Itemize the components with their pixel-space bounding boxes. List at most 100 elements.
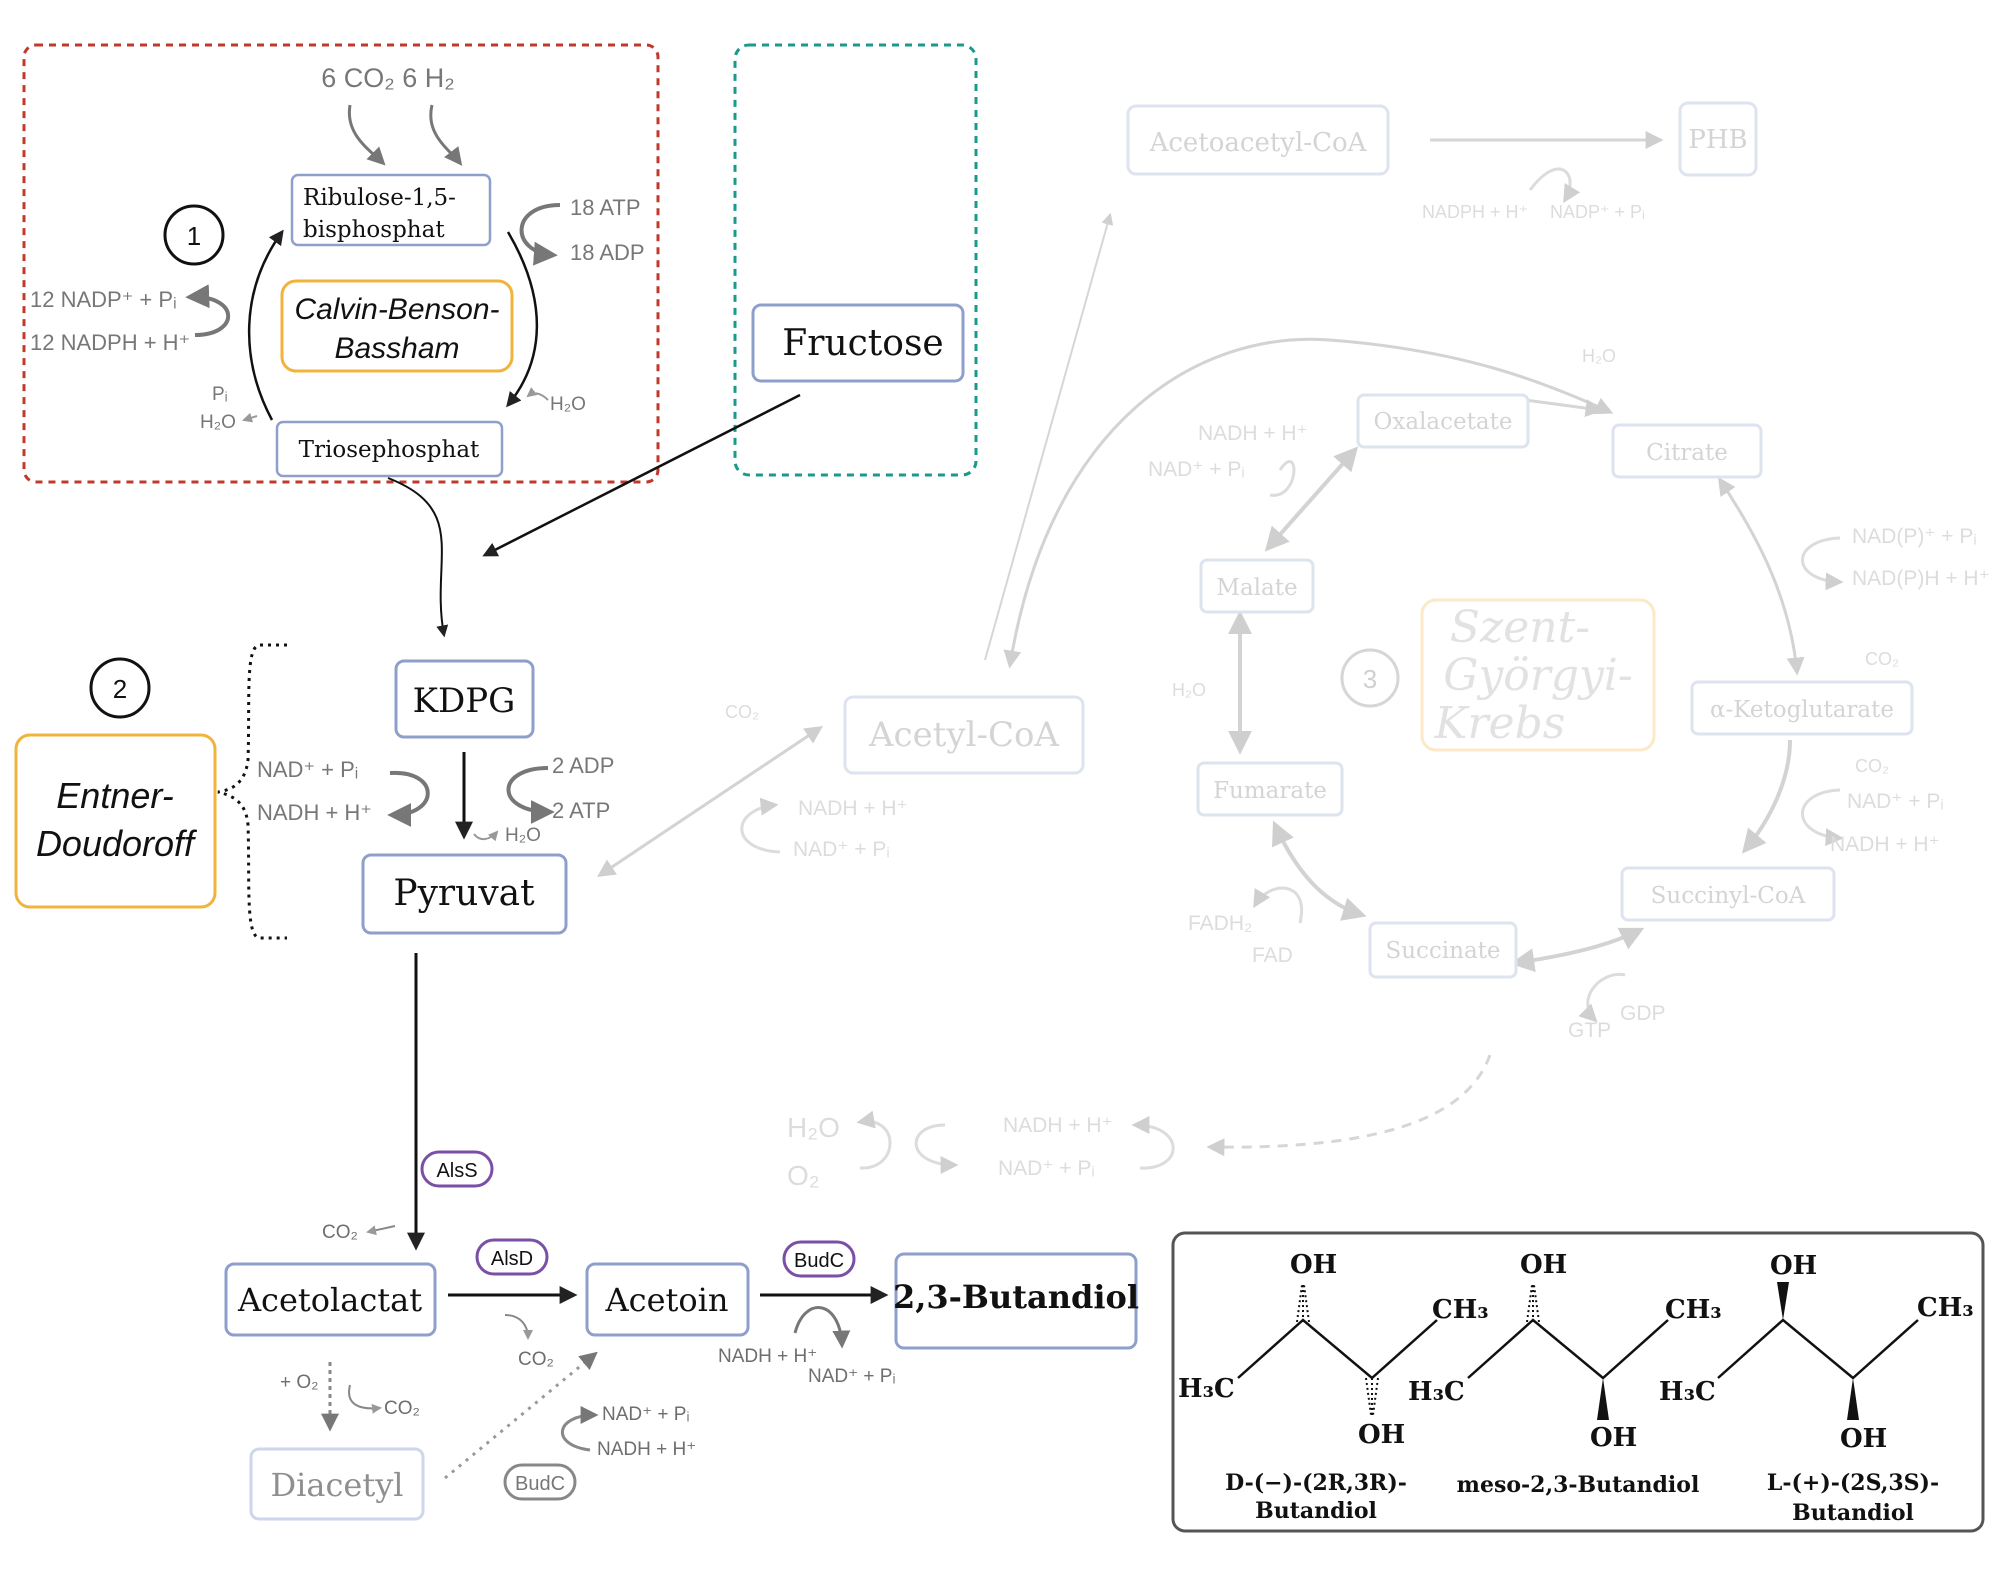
ketoglutarate-nadh-label: NADH + H⁺ <box>1830 833 1940 856</box>
svg-text:3: 3 <box>1363 664 1377 694</box>
fad-label: FAD <box>1252 944 1293 967</box>
svg-text:Doudoroff: Doudoroff <box>36 823 198 864</box>
enzyme-alss: AlsS <box>420 1150 494 1188</box>
svg-text:OH: OH <box>1290 1250 1337 1280</box>
respiration-nadh-label: NADH + H⁺ <box>1003 1114 1113 1137</box>
svg-text:H₃C: H₃C <box>1659 1377 1716 1407</box>
svg-text:bisphosphat: bisphosphat <box>303 217 445 243</box>
calvin-nadph-label: 12 NADPH + H⁺ <box>30 330 190 355</box>
node-phb: PHB <box>1678 101 1758 177</box>
svg-text:Triosephosphat: Triosephosphat <box>299 437 480 463</box>
calvin-atp-label: 18 ATP <box>570 195 641 220</box>
calvin-adp-label: 18 ADP <box>570 240 645 265</box>
svg-text:Acetoin: Acetoin <box>605 1281 729 1319</box>
svg-text:meso-2,3-Butandiol: meso-2,3-Butandiol <box>1457 1472 1700 1498</box>
svg-text:Acetolactat: Acetolactat <box>237 1281 422 1319</box>
svg-text:Malate: Malate <box>1216 575 1297 601</box>
diacetyl-o2-label: + O₂ <box>280 1372 319 1393</box>
enzyme-budc: BudC <box>782 1240 856 1278</box>
node-kdpg: KDPG <box>394 659 535 739</box>
node-succinate: Succinate <box>1368 921 1518 979</box>
svg-text:PHB: PHB <box>1688 125 1747 155</box>
step-number-3: 3 <box>1340 648 1400 708</box>
ketoglutarate-co2-label: CO₂ <box>1855 756 1889 776</box>
svg-text:CH₃: CH₃ <box>1432 1295 1489 1325</box>
alss-co2-label: CO₂ <box>322 1222 358 1243</box>
diacetyl-co2-label: CO₂ <box>384 1398 420 1419</box>
isomer-l-butandiol: OH OH CH₃ H₃C L-(+)-(2S,3S)- Butandiol <box>1659 1251 1974 1526</box>
node-acetolactat: Acetolactat <box>224 1262 437 1337</box>
svg-text:2: 2 <box>113 674 127 704</box>
isocitrate-nadph-label: NAD(P)H + H⁺ <box>1852 567 1990 590</box>
svg-text:α-Ketoglutarate: α-Ketoglutarate <box>1710 697 1894 723</box>
svg-text:Butandiol: Butandiol <box>1255 1498 1377 1524</box>
node-oxalacetate: Oxalacetate <box>1356 393 1530 449</box>
gtp-label: GTP <box>1568 1019 1611 1042</box>
ed-nad-label: NAD⁺ + Pᵢ <box>257 757 358 782</box>
svg-text:Diacetyl: Diacetyl <box>271 1466 404 1504</box>
svg-text:1: 1 <box>187 221 201 251</box>
svg-text:H₃C: H₃C <box>1408 1377 1465 1407</box>
gdp-label: GDP <box>1620 1002 1666 1025</box>
svg-text:Pyruvat: Pyruvat <box>393 873 535 914</box>
tca-cycle-layer: Acetoacetyl-CoA PHB Acetyl-CoA Oxalaceta… <box>597 101 1990 1191</box>
node-fructose: Fructose <box>751 303 965 383</box>
svg-text:AlsD: AlsD <box>491 1248 533 1270</box>
svg-text:Butandiol: Butandiol <box>1792 1500 1914 1526</box>
svg-text:Ribulose-1,5-: Ribulose-1,5- <box>303 185 456 211</box>
isomer-d-butandiol: OH OH CH₃ H₃C D-(−)-(2R,3R)- Butandiol <box>1178 1250 1489 1524</box>
calvin-h2o-out-label: H₂O <box>200 412 236 433</box>
svg-text:BudC: BudC <box>794 1250 844 1272</box>
node-diacetyl: Diacetyl <box>249 1447 425 1521</box>
calvin-cycle-label: Calvin-Benson- Bassham <box>280 279 514 373</box>
ed-atp-label: 2 ATP <box>552 798 610 823</box>
budc-nadh-label: NADH + H⁺ <box>718 1346 817 1367</box>
svg-text:Succinate: Succinate <box>1385 938 1500 964</box>
entner-doudoroff-label: Entner- Doudoroff <box>14 733 217 909</box>
svg-text:Györgyi-: Györgyi- <box>1443 650 1633 701</box>
pdh-nadh-label: NADH + H⁺ <box>798 797 908 820</box>
svg-text:BudC: BudC <box>515 1473 565 1495</box>
entner-doudoroff-section: 2 Entner- Doudoroff KDPG NAD⁺ + Pᵢ NADH … <box>14 393 801 940</box>
node-2-3-butandiol: 2,3-Butandiol <box>893 1252 1139 1350</box>
ed-h2o-label: H₂O <box>505 825 541 846</box>
budc-nad-label: NAD⁺ + Pᵢ <box>808 1366 895 1387</box>
node-pyruvat: Pyruvat <box>361 853 568 935</box>
svg-text:Calvin-Benson-: Calvin-Benson- <box>294 293 499 326</box>
ketoglutarate-nad-label: NAD⁺ + Pᵢ <box>1847 790 1944 813</box>
tca-cycle-label: Szent- Györgyi- Krebs <box>1420 598 1656 752</box>
svg-text:Oxalacetate: Oxalacetate <box>1374 409 1513 435</box>
step-number-2: 2 <box>89 657 151 719</box>
node-succinyl-coa: Succinyl-CoA <box>1620 866 1836 922</box>
svg-text:Succinyl-CoA: Succinyl-CoA <box>1651 883 1806 909</box>
svg-text:Entner-: Entner- <box>56 775 173 816</box>
svg-text:KDPG: KDPG <box>413 681 516 721</box>
svg-text:D-(−)-(2R,3R)-: D-(−)-(2R,3R)- <box>1225 1470 1407 1496</box>
phb-nadph-label: NADPH + H⁺ <box>1422 202 1528 222</box>
calvin-nadp-label: 12 NADP⁺ + Pᵢ <box>30 287 177 312</box>
svg-text:Fructose: Fructose <box>782 323 943 364</box>
isocitrate-nadp-label: NAD(P)⁺ + Pᵢ <box>1852 525 1977 548</box>
svg-text:Acetoacetyl-CoA: Acetoacetyl-CoA <box>1149 128 1368 158</box>
svg-text:Citrate: Citrate <box>1646 440 1728 466</box>
svg-text:OH: OH <box>1590 1423 1637 1453</box>
isomer-meso-butandiol: OH OH CH₃ H₃C meso-2,3-Butandiol <box>1408 1250 1722 1498</box>
fumarate-h2o-label: H₂O <box>1172 680 1206 700</box>
svg-text:OH: OH <box>1358 1420 1405 1450</box>
svg-text:CH₃: CH₃ <box>1665 1295 1722 1325</box>
svg-text:OH: OH <box>1770 1251 1817 1281</box>
diacetyl-nad-label: NAD⁺ + Pᵢ <box>602 1404 689 1425</box>
svg-text:AlsS: AlsS <box>436 1160 477 1182</box>
fadh2-label: FADH₂ <box>1188 912 1252 935</box>
butanediol-section: AlsS CO₂ Acetolactat AlsD CO₂ Acetoin Bu… <box>224 953 1139 1521</box>
node-triosephosphat: Triosephosphat <box>275 420 504 478</box>
svg-text:2,3-Butandiol: 2,3-Butandiol <box>893 1278 1139 1316</box>
svg-text:CH₃: CH₃ <box>1917 1293 1974 1323</box>
enzyme-budc-diacetyl: BudC <box>503 1463 577 1501</box>
citrate-h2o-label: H₂O <box>1582 346 1616 366</box>
node-fumarate: Fumarate <box>1196 761 1344 817</box>
calvin-pi-label: Pᵢ <box>212 384 228 405</box>
svg-text:Krebs: Krebs <box>1434 698 1566 749</box>
node-acetoacetyl-coa: Acetoacetyl-CoA <box>1126 104 1390 176</box>
